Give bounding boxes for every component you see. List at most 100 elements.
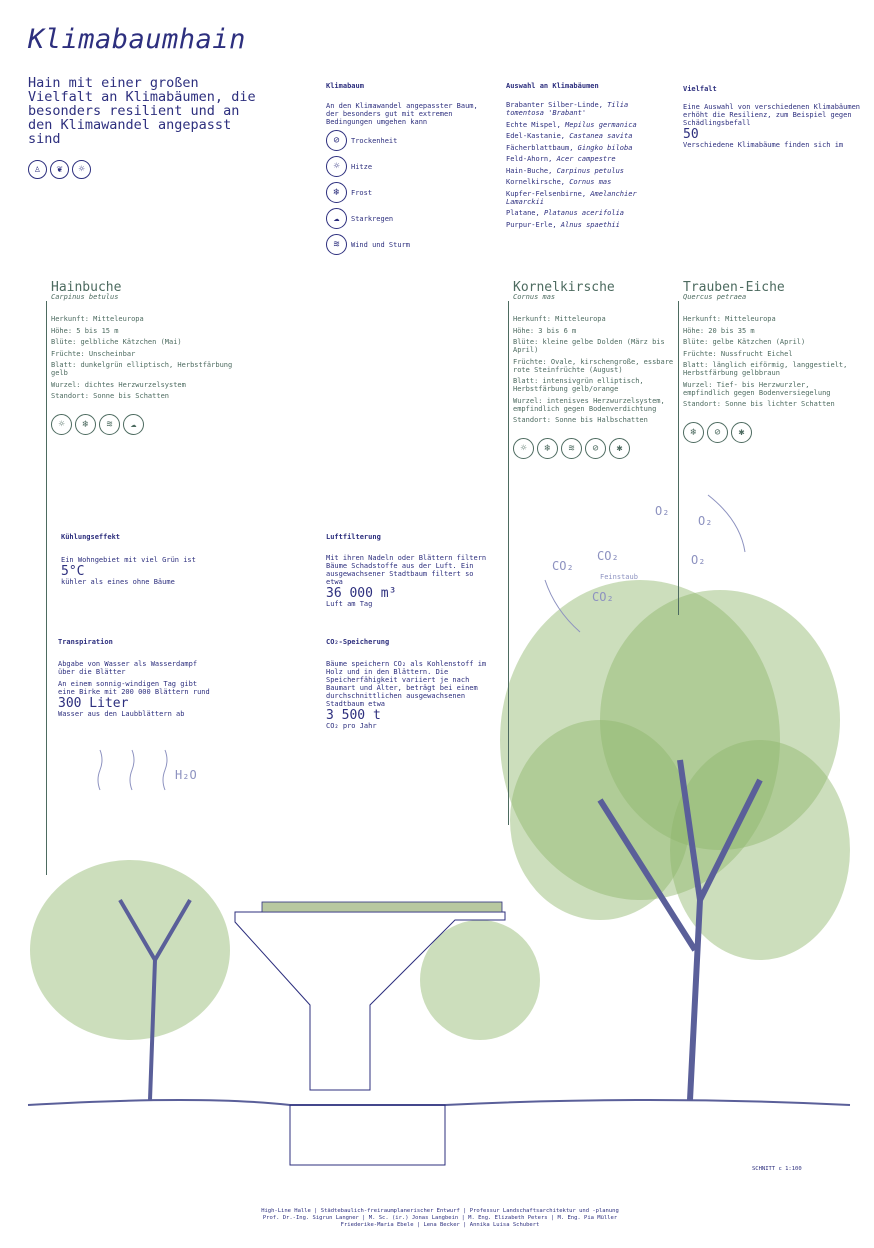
klimabaum-section: Klimabaum An den Klimawandel angepasster… bbox=[326, 82, 491, 260]
tree-latin: Tilia tomentosa 'Brabant' bbox=[506, 101, 629, 117]
tree-property: Blatt: länglich eiförmig, langgestielt, … bbox=[683, 361, 848, 377]
tree-icons: ❄⊘✱ bbox=[683, 422, 848, 443]
tree-property: Früchte: Ovale, kirschengroße, essbare r… bbox=[513, 357, 674, 374]
tree-name: Kornelkirsche bbox=[513, 280, 615, 295]
list-item: Purpur-Erle, Alnus spaethii bbox=[506, 221, 656, 229]
tree-latin: Platanus acerifolia bbox=[543, 209, 625, 217]
drought-icon: ⊘ bbox=[585, 438, 606, 459]
snowflake-icon: ❄ bbox=[326, 182, 347, 203]
pest-icon: ✱ bbox=[609, 438, 630, 459]
tree-name: Echte Mispel, bbox=[506, 120, 566, 129]
person-icon: ♙ bbox=[28, 160, 47, 179]
list-item: Feld-Ahorn, Acer campestre bbox=[506, 155, 656, 163]
tree-name: Purpur-Erle, bbox=[506, 220, 561, 229]
o2-label: O₂ bbox=[655, 504, 670, 518]
section-text: Wasser aus den Laubblättern ab bbox=[58, 710, 185, 718]
bridge-planting bbox=[261, 901, 503, 913]
section-text: Eine Auswahl von verschiedenen Klimabäum… bbox=[683, 103, 861, 127]
tree-name: Fächerblattbaum, bbox=[506, 143, 578, 152]
tree-property: Wurzel: Tief- bis Herzwurzler, empfindli… bbox=[683, 380, 831, 397]
tree-latin: Alnus spaethii bbox=[560, 220, 620, 229]
footer-line: Friederike-Maria Ebele | Lena Becker | A… bbox=[340, 1222, 540, 1228]
tree-latin: Gingko biloba bbox=[577, 143, 633, 152]
tree-property: Wurzel: intenisves Herzwurzelsystem, emp… bbox=[513, 396, 665, 413]
tree-property: Herkunft: Mitteleuropa bbox=[51, 315, 144, 323]
header-icons: ♙❦☼ bbox=[28, 157, 94, 179]
section-text: Ein Wohngebiet mit viel Grün ist bbox=[61, 556, 196, 564]
transpiration-section: Transpiration Abgabe von Wasser als Wass… bbox=[58, 638, 218, 718]
tree-icons: ☼❄≋⊘✱ bbox=[513, 438, 678, 459]
list-item: Brabanter Silber-Linde, Tilia tomentosa … bbox=[506, 101, 656, 117]
climate-factor-label: Trockenheit bbox=[351, 136, 398, 145]
vapor-arrow bbox=[129, 749, 135, 791]
hornbeam-trunk bbox=[118, 898, 192, 1101]
sun-icon: ☼ bbox=[72, 160, 91, 179]
list-item: Platane, Platanus acerifolia bbox=[506, 209, 656, 217]
tree-foliage bbox=[670, 740, 850, 960]
snowflake-icon: ❄ bbox=[75, 414, 96, 435]
drought-icon: ⊘ bbox=[326, 130, 347, 151]
tree-latin: Amelanchier Lamarckii bbox=[506, 189, 637, 206]
luft-section: Luftfilterung Mit ihren Nadeln oder Blät… bbox=[326, 533, 491, 608]
tree-property: Höhe: 5 bis 15 m bbox=[51, 326, 119, 335]
tree-property: Blüte: kleine gelbe Dolden (März bis Apr… bbox=[513, 338, 665, 354]
tree-property: Standort: Sonne bis Schatten bbox=[51, 392, 170, 400]
section-heading: Vielfalt bbox=[683, 85, 717, 93]
tree-property: Standort: Sonne bis Halbschatten bbox=[513, 416, 648, 424]
tree-property: Herkunft: Mitteleuropa bbox=[683, 315, 776, 323]
climate-factor-label: Wind und Sturm bbox=[351, 240, 411, 249]
ground-line bbox=[27, 1099, 851, 1106]
sun-icon: ☼ bbox=[51, 414, 72, 435]
tree-property: Blüte: gelbe Kätzchen (April) bbox=[683, 338, 806, 346]
co2-arrow bbox=[544, 579, 581, 633]
sun-icon: ☼ bbox=[326, 156, 347, 177]
section-heading: Luftfilterung bbox=[326, 533, 381, 541]
subtitle: Hain mit einer großen Vielfalt an Klimab… bbox=[28, 75, 256, 147]
tree-property: Herkunft: Mitteleuropa bbox=[513, 315, 606, 323]
foundation bbox=[289, 1104, 446, 1166]
tree-property: Höhe: 20 bis 35 m bbox=[683, 326, 755, 335]
tree-name: Hainbuche bbox=[51, 280, 122, 295]
climate-factor: ❄Frost bbox=[326, 182, 491, 203]
stat-number: 3 500 t bbox=[326, 708, 381, 723]
tree-name: Kornelkirsche, bbox=[506, 178, 570, 186]
oak-trunk bbox=[597, 759, 763, 1101]
section-heading: Transpiration bbox=[58, 638, 113, 646]
snowflake-icon: ❄ bbox=[537, 438, 558, 459]
stat-number: 50 bbox=[683, 127, 699, 142]
tree-name: Feld-Ahorn, bbox=[506, 155, 557, 163]
co2-label: CO₂ bbox=[592, 590, 614, 604]
wind-icon: ≋ bbox=[99, 414, 120, 435]
list-item: Edel-Kastanie, Castanea savita bbox=[506, 132, 656, 140]
climate-factor: ⊘ Trockenheit bbox=[326, 130, 491, 151]
section-heading: Auswahl an Klimabäumen bbox=[506, 82, 599, 90]
list-item: Kornelkirsche, Cornus mas bbox=[506, 178, 656, 186]
feinstaub-label: Feinstaub bbox=[600, 573, 638, 581]
list-item: Kupfer-Felsenbirne, Amelanchier Lamarcki… bbox=[506, 190, 656, 206]
tree-latin: Cornus mas bbox=[569, 178, 612, 186]
tree-property: Früchte: Unscheinbar bbox=[51, 349, 136, 358]
stat-number: 5°C bbox=[61, 564, 85, 579]
tree-property: Blatt: dunkelgrün elliptisch, Herbstfärb… bbox=[51, 361, 233, 377]
footer-line: High-Line Halle | Städtebaulich-freiraum… bbox=[261, 1208, 619, 1214]
wind-icon: ≋ bbox=[326, 234, 347, 255]
rain-cloud-icon: ☁ bbox=[123, 414, 144, 435]
tree-name: Kupfer-Felsenbirne, bbox=[506, 189, 591, 198]
tree-latin: Cornus mas bbox=[513, 293, 556, 301]
section-heading: CO₂-Speicherung bbox=[326, 638, 390, 646]
co2-section: CO₂-Speicherung Bäume speichern CO₂ als … bbox=[326, 638, 491, 730]
section-text: Bäume speichern CO₂ als Kohlenstoff im H… bbox=[326, 660, 487, 708]
tree-foliage bbox=[500, 580, 780, 900]
list-item: Echte Mispel, Mepilus germanica bbox=[506, 121, 656, 129]
tree-property: Blüte: gelbliche Kätzchen (Mai) bbox=[51, 338, 182, 346]
tree-name: Hain-Buche, bbox=[506, 166, 557, 175]
section-text: Luft am Tag bbox=[326, 600, 373, 608]
vapor-arrow bbox=[162, 749, 168, 791]
stat-number: 36 000 m³ bbox=[326, 586, 397, 601]
section-text: An einem sonnig-windigen Tag gibt eine B… bbox=[58, 680, 210, 696]
section-heading: Kühlungseffekt bbox=[61, 533, 121, 541]
